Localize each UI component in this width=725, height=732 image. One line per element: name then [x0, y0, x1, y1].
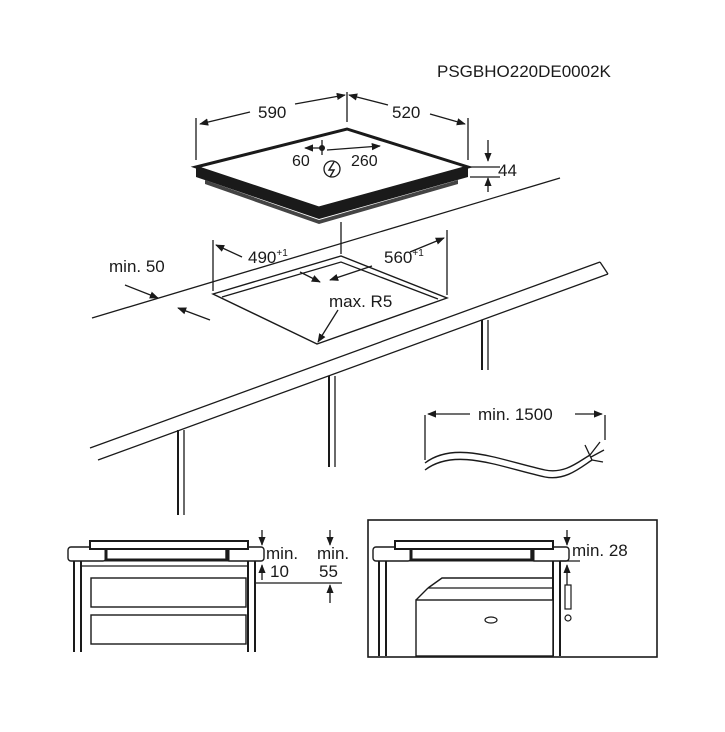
drawer-depth-label: min. — [317, 544, 349, 563]
oven-gap-dim: min. 28 — [572, 541, 628, 560]
hob-dimension-lines — [195, 92, 500, 192]
edge-distance-dim: min. 50 — [109, 257, 165, 276]
corner-radius-dim: max. R5 — [329, 292, 392, 311]
cable-length-dim: min. 1500 — [478, 405, 553, 424]
power-connection-icon — [323, 160, 341, 178]
section-drawer-drawing — [67, 530, 342, 652]
connection-left-dim: 60 — [292, 153, 310, 170]
hob-depth-dim: 520 — [392, 103, 420, 122]
hob-height-dim: 44 — [498, 161, 517, 180]
product-code: PSGBHO220DE0002K — [437, 62, 612, 81]
drawer-gap-label: min. — [266, 544, 298, 563]
hob-width-dim: 590 — [258, 103, 286, 122]
section-oven-drawing — [367, 519, 658, 658]
worktop-drawing — [89, 177, 609, 515]
connection-right-dim: 260 — [351, 153, 378, 170]
cutout-width-dim: 490+1 — [248, 248, 288, 267]
hob-drawing — [190, 127, 474, 224]
drawer-gap-value: 10 — [270, 562, 289, 581]
cutout-depth-dim: 560+1 — [384, 248, 424, 267]
drawer-depth-value: 55 — [319, 562, 338, 581]
cable-drawing — [424, 410, 606, 479]
